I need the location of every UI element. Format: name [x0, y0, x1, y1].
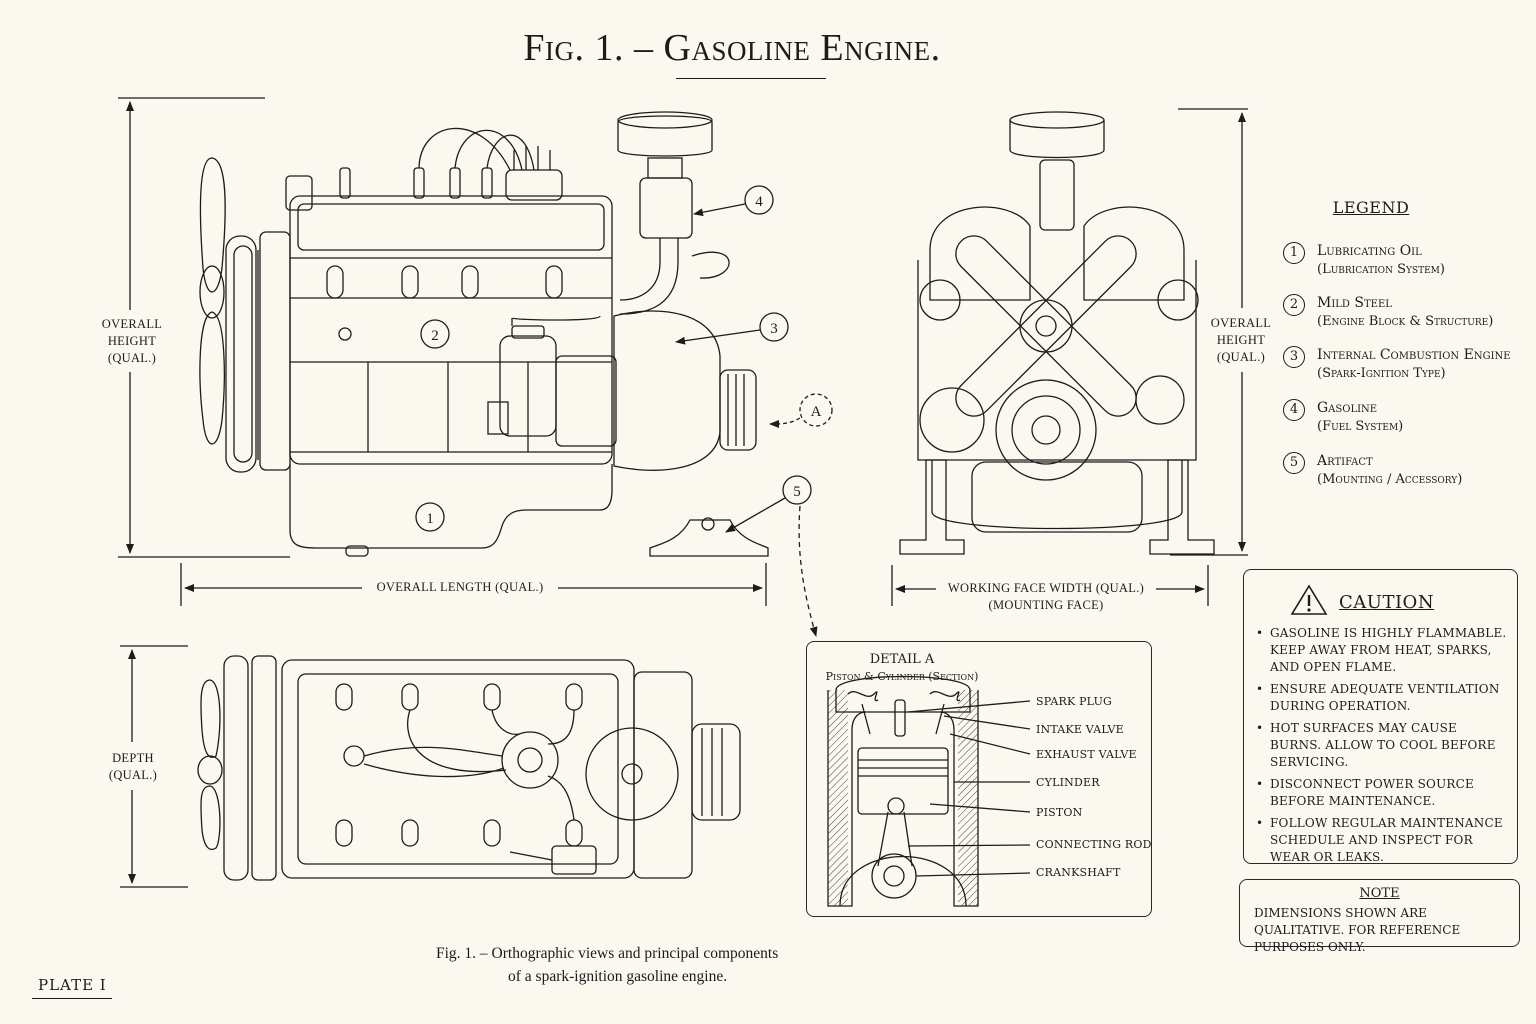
- legend-num: 5: [1283, 452, 1305, 474]
- callout-4: 4: [755, 194, 763, 210]
- legend-name: Lubricating Oil: [1317, 243, 1422, 259]
- front-view-engine: [891, 108, 1248, 606]
- callout-3: 3: [770, 321, 778, 337]
- note-text: DIMENSIONS SHOWN ARE QUALITATIVE. FOR RE…: [1254, 906, 1461, 954]
- callout-5: 5: [793, 484, 801, 500]
- legend-num: 3: [1283, 346, 1305, 368]
- side-length-label: OVERALL LENGTH (QUAL.): [362, 579, 558, 596]
- legend-sub: (Lubrication System): [1317, 262, 1445, 277]
- top-depth-label: DEPTH (QUAL.): [98, 750, 168, 784]
- part-label-intake-valve: INTAKE VALVE: [1036, 723, 1124, 736]
- legend-sub: (Spark-Ignition Type): [1317, 366, 1446, 381]
- caution-title: CAUTION: [1339, 592, 1435, 613]
- part-label-cylinder: CYLINDER: [1036, 776, 1100, 789]
- part-label-crankshaft: CRANKSHAFT: [1036, 866, 1121, 879]
- part-label-connecting-rod: CONNECTING ROD: [1036, 838, 1152, 851]
- detail-a-section: [827, 675, 1031, 907]
- legend-item-4: 4 Gasoline (Fuel System): [1283, 399, 1533, 443]
- legend-num: 1: [1283, 242, 1305, 264]
- front-width-label: WORKING FACE WIDTH (QUAL.): [947, 581, 1145, 595]
- legend-item-5: 5 Artifact (Mounting / Accessory): [1283, 452, 1533, 496]
- front-width-sublabel: (MOUNTING FACE): [988, 598, 1104, 612]
- side-height-label: OVERALL HEIGHT (QUAL.): [101, 317, 163, 365]
- figure-caption: Fig. 1. – Orthographic views and princip…: [436, 942, 876, 988]
- front-height-label: OVERALL HEIGHT (QUAL.): [1203, 315, 1279, 366]
- callout-a: A: [811, 404, 822, 420]
- caution-item: GASOLINE IS HIGHLY FLAMMABLE. KEEP AWAY …: [1256, 625, 1511, 676]
- legend-name: Mild Steel: [1317, 295, 1392, 311]
- part-label-piston: PISTON: [1036, 806, 1083, 819]
- detail-title: DETAIL A: [869, 652, 935, 667]
- caution-item: DISCONNECT POWER SOURCE BEFORE MAINTENAN…: [1256, 776, 1511, 810]
- callout-2: 2: [431, 328, 439, 344]
- caution-item: ENSURE ADEQUATE VENTILATION DURING OPERA…: [1256, 681, 1511, 715]
- legend-title: LEGEND: [1332, 198, 1410, 217]
- legend-item-2: 2 Mild Steel (Engine Block & Structure): [1283, 294, 1533, 338]
- legend-name: Gasoline: [1317, 400, 1378, 416]
- part-label-spark-plug: SPARK PLUG: [1036, 695, 1113, 708]
- caution-list: GASOLINE IS HIGHLY FLAMMABLE. KEEP AWAY …: [1256, 625, 1511, 871]
- top-view-engine: [120, 645, 741, 888]
- legend-num: 2: [1283, 294, 1305, 316]
- callout-1: 1: [426, 511, 434, 527]
- side-callouts: [415, 185, 833, 637]
- caption-line-2: of a spark-ignition gasoline engine.: [508, 968, 728, 985]
- note-box: NOTE DIMENSIONS SHOWN ARE QUALITATIVE. F…: [1239, 879, 1520, 954]
- plate-underline: [32, 998, 112, 999]
- legend-name: Artifact: [1317, 453, 1373, 469]
- legend-item-3: 3 Internal Combustion Engine (Spark-Igni…: [1283, 346, 1533, 390]
- warning-triangle-icon: [1290, 584, 1328, 615]
- detail-a-box: DETAIL A Piston & Cylinder (Section): [806, 641, 1152, 917]
- legend-sub: (Fuel System): [1317, 419, 1404, 434]
- legend-item-1: 1 Lubricating Oil (Lubrication System): [1283, 242, 1533, 286]
- side-view-engine: [118, 97, 769, 606]
- part-label-exhaust-valve: EXHAUST VALVE: [1036, 748, 1137, 761]
- caution-box: CAUTION GASOLINE IS HIGHLY FLAMMABLE. KE…: [1243, 569, 1518, 864]
- legend-sub: (Mounting / Accessory): [1317, 472, 1463, 487]
- caption-line-1: Fig. 1. – Orthographic views and princip…: [436, 945, 779, 962]
- note-title: NOTE: [1359, 886, 1400, 901]
- caution-item: HOT SURFACES MAY CAUSE BURNS. ALLOW TO C…: [1256, 720, 1511, 771]
- title-underline: [676, 78, 826, 79]
- legend-num: 4: [1283, 399, 1305, 421]
- plate-label: PLATE I: [38, 976, 107, 994]
- legend-name: Internal Combustion Engine: [1317, 347, 1511, 363]
- detail-subtitle: Piston & Cylinder (Section): [825, 670, 979, 683]
- page-title: Fig. 1. – Gasoline Engine.: [523, 27, 941, 69]
- caution-item: FOLLOW REGULAR MAINTENANCE SCHEDULE AND …: [1256, 815, 1511, 866]
- legend-sub: (Engine Block & Structure): [1317, 314, 1494, 329]
